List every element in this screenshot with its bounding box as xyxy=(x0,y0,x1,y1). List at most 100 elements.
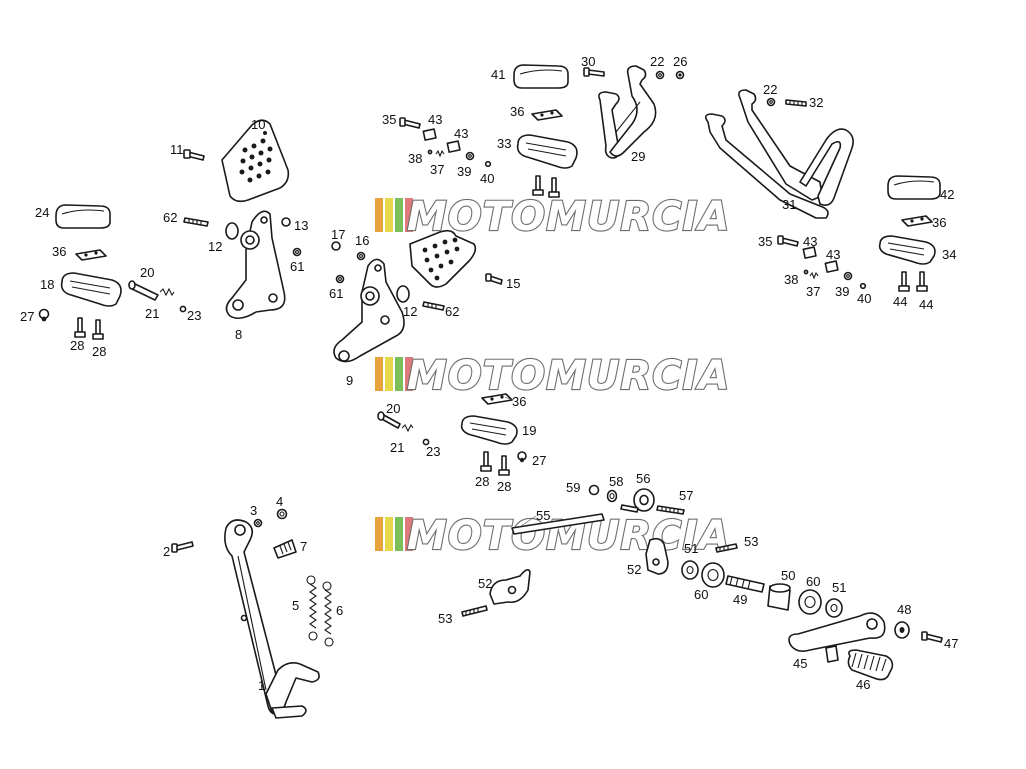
callout-27: 27 xyxy=(20,309,34,324)
callout-44: 44 xyxy=(893,294,907,309)
callout-23: 23 xyxy=(187,308,201,323)
leader-lines xyxy=(504,396,537,529)
callout-labels: 10 11 24 62 13 12 61 36 20 18 21 23 27 2… xyxy=(20,54,958,693)
callout-43: 43 xyxy=(428,112,442,127)
callout-51: 51 xyxy=(832,580,846,595)
callout-33: 33 xyxy=(497,136,511,151)
right-bracket-assembly xyxy=(331,229,503,363)
callout-19: 19 xyxy=(522,423,536,438)
callout-5: 5 xyxy=(292,598,299,613)
callout-20: 20 xyxy=(140,265,154,280)
watermark-text: MOTOMURCIA xyxy=(407,194,730,240)
callout-6: 6 xyxy=(336,603,343,618)
callout-22: 22 xyxy=(763,82,777,97)
callout-21: 21 xyxy=(145,306,159,321)
watermark-top: MOTOMURCIA xyxy=(375,193,730,241)
callout-28: 28 xyxy=(92,344,106,359)
callout-52: 52 xyxy=(478,576,492,591)
callout-47: 47 xyxy=(944,636,958,651)
callout-43: 43 xyxy=(803,234,817,249)
callout-16: 16 xyxy=(355,233,369,248)
callout-34: 34 xyxy=(942,247,956,262)
callout-11: 11 xyxy=(170,142,184,157)
callout-39: 39 xyxy=(457,164,471,179)
callout-39: 39 xyxy=(835,284,849,299)
callout-12: 12 xyxy=(403,304,417,319)
callout-21: 21 xyxy=(390,440,404,455)
callout-43: 43 xyxy=(454,126,468,141)
callout-62: 62 xyxy=(163,210,177,225)
callout-22: 22 xyxy=(650,54,664,69)
callout-36: 36 xyxy=(510,104,524,119)
callout-28: 28 xyxy=(497,479,511,494)
left-footrest-assembly xyxy=(38,119,302,340)
watermark-bottom: MOTOMURCIA xyxy=(375,512,730,560)
callout-56: 56 xyxy=(636,471,650,486)
callout-37: 37 xyxy=(806,284,820,299)
callout-13: 13 xyxy=(294,218,308,233)
callout-41: 41 xyxy=(491,67,505,82)
callout-61: 61 xyxy=(329,286,343,301)
callout-4: 4 xyxy=(276,494,283,509)
callout-44: 44 xyxy=(919,297,933,312)
callout-43: 43 xyxy=(826,247,840,262)
callout-27: 27 xyxy=(532,453,546,468)
watermark-middle: MOTOMURCIA xyxy=(375,352,730,400)
callout-42: 42 xyxy=(940,187,954,202)
callout-30: 30 xyxy=(581,54,595,69)
callout-61: 61 xyxy=(290,259,304,274)
callout-28: 28 xyxy=(70,338,84,353)
callout-29: 29 xyxy=(631,149,645,164)
callout-23: 23 xyxy=(426,444,440,459)
watermark-text: MOTOMURCIA xyxy=(407,353,730,399)
callout-7: 7 xyxy=(300,539,307,554)
side-stand-assembly xyxy=(171,508,334,719)
callout-8: 8 xyxy=(235,327,242,342)
callout-35: 35 xyxy=(758,234,772,249)
callout-60: 60 xyxy=(694,587,708,602)
callout-26: 26 xyxy=(673,54,687,69)
callout-49: 49 xyxy=(733,592,747,607)
callout-1: 1 xyxy=(258,678,265,693)
callout-51: 51 xyxy=(684,541,698,556)
callout-24: 24 xyxy=(35,205,49,220)
callout-38: 38 xyxy=(408,151,422,166)
callout-32: 32 xyxy=(809,95,823,110)
callout-31: 31 xyxy=(782,197,796,212)
callout-59: 59 xyxy=(566,480,580,495)
callout-15: 15 xyxy=(506,276,520,291)
callout-45: 45 xyxy=(793,656,807,671)
callout-38: 38 xyxy=(784,272,798,287)
passenger-footpeg-right xyxy=(704,89,941,292)
passenger-footpeg-left xyxy=(399,64,685,198)
callout-9: 9 xyxy=(346,373,353,388)
callout-36: 36 xyxy=(52,244,66,259)
callout-53: 53 xyxy=(438,611,452,626)
callout-36: 36 xyxy=(932,215,946,230)
callout-10: 10 xyxy=(251,117,265,132)
callout-55: 55 xyxy=(536,508,550,523)
rider-footpeg-right xyxy=(377,393,527,476)
gear-shift-assembly xyxy=(461,484,943,681)
callout-2: 2 xyxy=(163,544,170,559)
callout-40: 40 xyxy=(480,171,494,186)
callout-28: 28 xyxy=(475,474,489,489)
callout-60: 60 xyxy=(806,574,820,589)
callout-18: 18 xyxy=(40,277,54,292)
callout-62: 62 xyxy=(445,304,459,319)
callout-12: 12 xyxy=(208,239,222,254)
callout-50: 50 xyxy=(781,568,795,583)
callout-57: 57 xyxy=(679,488,693,503)
callout-37: 37 xyxy=(430,162,444,177)
callout-58: 58 xyxy=(609,474,623,489)
callout-46: 46 xyxy=(856,677,870,692)
callout-35: 35 xyxy=(382,112,396,127)
callout-53: 53 xyxy=(744,534,758,549)
callout-20: 20 xyxy=(386,401,400,416)
callout-48: 48 xyxy=(897,602,911,617)
callout-3: 3 xyxy=(250,503,257,518)
callout-17: 17 xyxy=(331,227,345,242)
callout-36: 36 xyxy=(512,394,526,409)
callout-40: 40 xyxy=(857,291,871,306)
